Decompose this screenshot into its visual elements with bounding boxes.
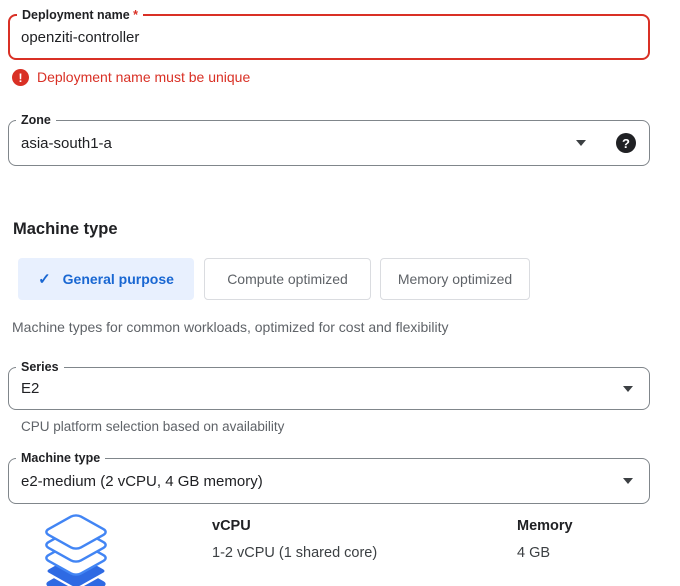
zone-value[interactable]: asia-south1-a	[21, 134, 112, 152]
error-icon: !	[12, 69, 29, 86]
machine-type-heading: Machine type	[13, 220, 118, 238]
deployment-name-value[interactable]: openziti-controller	[21, 28, 140, 46]
vcpu-column-header: vCPU	[212, 518, 251, 534]
series-helper-text: CPU platform selection based on availabi…	[21, 419, 285, 434]
machine-type-select[interactable]: Machine type e2-medium (2 vCPU, 4 GB mem…	[8, 450, 650, 504]
series-select[interactable]: Series E2	[8, 359, 650, 410]
memory-column-header: Memory	[517, 518, 573, 534]
tab-memory-optimized[interactable]: Memory optimized	[380, 258, 530, 300]
machine-type-value[interactable]: e2-medium (2 vCPU, 4 GB memory)	[21, 472, 263, 490]
machine-layers-icon	[36, 506, 116, 586]
tab-general-purpose-label: General purpose	[62, 271, 174, 287]
zone-select[interactable]: Zone asia-south1-a ?	[8, 112, 650, 166]
machine-type-label: Machine type	[16, 450, 106, 467]
chevron-down-icon[interactable]	[623, 478, 633, 484]
vcpu-value: 1-2 vCPU (1 shared core)	[212, 545, 378, 561]
zone-label: Zone	[16, 112, 56, 129]
tab-compute-optimized-label: Compute optimized	[227, 271, 348, 287]
error-message-text: Deployment name must be unique	[37, 69, 251, 85]
memory-value: 4 GB	[517, 545, 551, 561]
deployment-name-field[interactable]: Deployment name * openziti-controller	[8, 7, 650, 60]
deployment-name-label-text: Deployment name	[22, 8, 130, 22]
series-label: Series	[16, 359, 64, 376]
tab-compute-optimized[interactable]: Compute optimized	[204, 258, 371, 300]
help-icon[interactable]: ?	[616, 133, 636, 153]
chevron-down-icon[interactable]	[576, 140, 586, 146]
deployment-name-label: Deployment name *	[17, 7, 144, 24]
tab-memory-optimized-label: Memory optimized	[397, 271, 513, 287]
deployment-name-error: ! Deployment name must be unique	[12, 69, 250, 86]
required-asterisk: *	[133, 8, 139, 22]
machine-type-description: Machine types for common workloads, opti…	[12, 319, 449, 335]
check-icon: ✓	[38, 271, 51, 288]
series-value[interactable]: E2	[21, 380, 40, 397]
chevron-down-icon[interactable]	[623, 385, 633, 392]
tab-general-purpose[interactable]: ✓ General purpose	[18, 258, 194, 300]
